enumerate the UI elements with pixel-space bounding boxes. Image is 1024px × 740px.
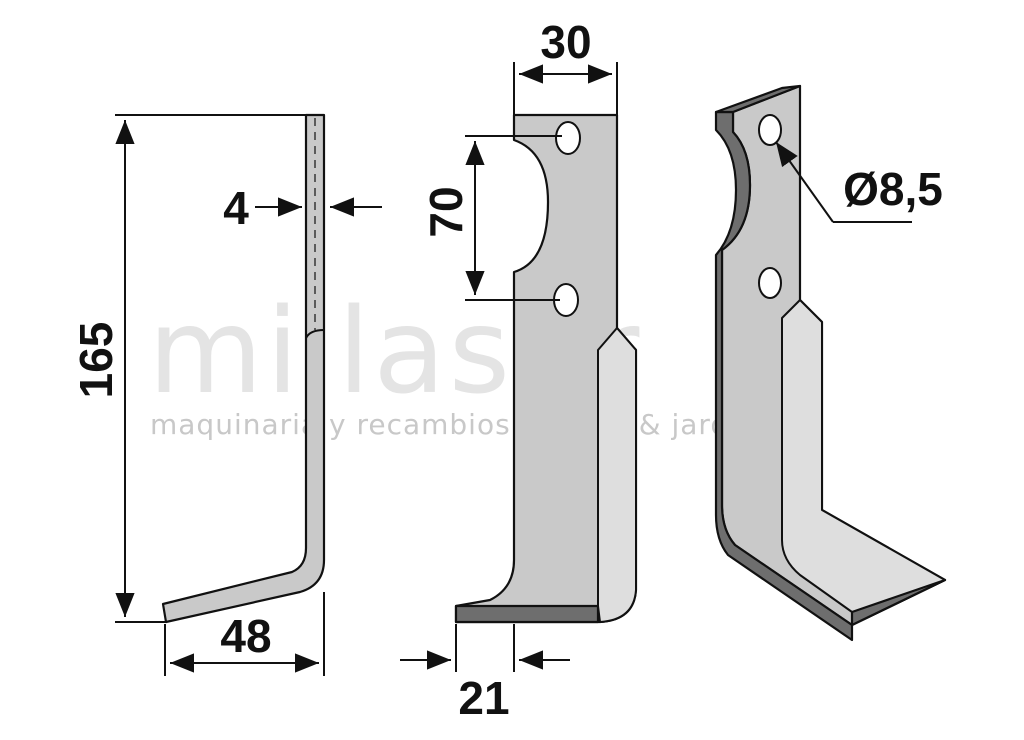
dimension-foot-width: 48	[164, 592, 325, 676]
dimension-hole-spacing: 70	[420, 135, 562, 301]
dimension-hole-diameter-label: Ø8,5	[843, 163, 943, 215]
dimension-thickness: 4	[223, 182, 382, 234]
dimension-top-width-label: 30	[540, 16, 591, 68]
dimension-height-label: 165	[70, 322, 122, 399]
dimension-hole-spacing-label: 70	[420, 186, 472, 237]
blade-front-view	[454, 113, 638, 624]
blade-perspective-view	[714, 84, 947, 642]
watermark-tagline: maquinaria y recambios bosque & jardín	[150, 408, 757, 441]
dimension-bottom-offset-label: 21	[458, 672, 509, 724]
dimension-foot-width-label: 48	[220, 610, 271, 662]
dimension-bottom-offset: 21	[400, 624, 570, 724]
dimension-thickness-label: 4	[223, 182, 249, 234]
dimension-top-width: 30	[513, 16, 618, 118]
perspective-upper-hole	[758, 114, 782, 146]
dimension-height: 165	[70, 114, 306, 623]
dimension-hole-diameter: Ø8,5	[775, 141, 943, 223]
perspective-lower-hole	[758, 267, 782, 299]
upper-hole	[555, 121, 581, 155]
